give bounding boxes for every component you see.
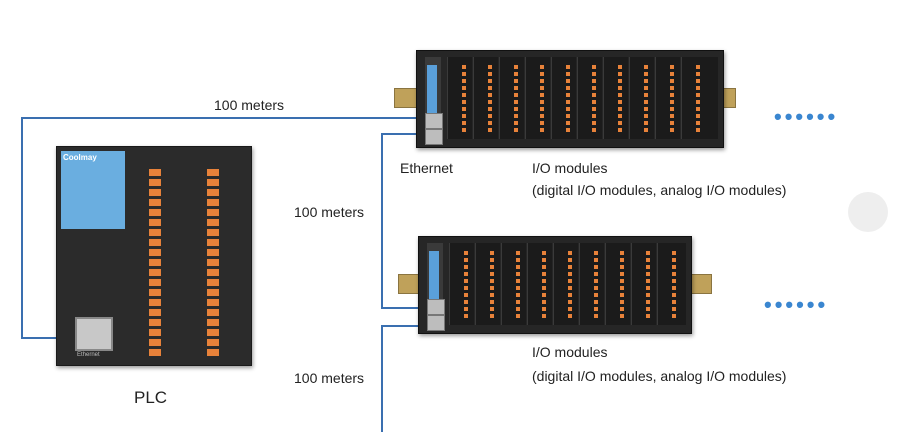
plc-terminal-block-right <box>207 169 219 357</box>
io-modules-1-subtitle: (digital I/O modules, analog I/O modules… <box>532 182 787 198</box>
rack2-ethernet-in-port <box>427 299 445 315</box>
rack1-module <box>447 57 472 139</box>
rack2-module-terminals <box>516 251 520 319</box>
rack1-coupler-panel <box>427 65 437 125</box>
rack1-module-terminals <box>644 65 648 133</box>
rack1-module <box>655 57 680 139</box>
rack1-module-terminals <box>566 65 570 133</box>
plc-terminal-block-left <box>149 169 161 357</box>
rack2-module-terminals <box>672 251 676 319</box>
io-modules-2-title: I/O modules <box>532 344 608 360</box>
rack2-module <box>475 243 500 325</box>
rack2-module-terminals <box>568 251 572 319</box>
rack2-module-terminals <box>490 251 494 319</box>
wire-rack1-to-rack2 <box>381 133 432 309</box>
io-modules-1-title: I/O modules <box>532 160 608 176</box>
wire-plc-to-rack1 <box>21 117 432 339</box>
io-modules-2-subtitle: (digital I/O modules, analog I/O modules… <box>532 368 787 384</box>
rack2-end-module <box>657 243 686 325</box>
continuation-dots-1: •••••• <box>774 104 839 129</box>
rack1-module <box>629 57 654 139</box>
rack2-module <box>605 243 630 325</box>
rack2-module <box>553 243 578 325</box>
wire-rack2-down <box>381 325 424 432</box>
rack1-module-terminals <box>592 65 596 133</box>
plc-label: PLC <box>134 388 168 407</box>
rack2-module <box>631 243 656 325</box>
rack2-ethernet-out-port <box>427 315 445 331</box>
plc-ethernet-port <box>75 317 113 351</box>
rack2-module <box>501 243 526 325</box>
rack2-module-terminals <box>646 251 650 319</box>
rack2-module <box>527 243 552 325</box>
rack1-module <box>473 57 498 139</box>
rack1-module-terminals <box>696 65 700 133</box>
rack2-module <box>449 243 474 325</box>
rack1-ethernet-out-port <box>425 129 443 145</box>
rack1-module <box>603 57 628 139</box>
rack2-module-terminals <box>620 251 624 319</box>
rack1-module-terminals <box>670 65 674 133</box>
rack1-module-terminals <box>618 65 622 133</box>
rack1-module <box>551 57 576 139</box>
rack1-module <box>499 57 524 139</box>
decorative-circle <box>848 192 888 232</box>
io-rack-1 <box>416 50 724 148</box>
distance-label-top: 100 meters <box>214 97 285 113</box>
rack1-module <box>525 57 550 139</box>
io-rack-2 <box>418 236 692 334</box>
plc-ethernet-port-label: Ethernet <box>77 352 100 358</box>
distance-label-mid: 100 meters <box>294 204 365 220</box>
ethernet-label: Ethernet <box>400 160 453 176</box>
plc-status-panel: Coolmay <box>61 151 125 229</box>
plc-brand-logo: Coolmay <box>63 153 97 162</box>
plc-unit: Coolmay Ethernet <box>56 146 252 366</box>
rack1-module-terminals <box>462 65 466 133</box>
rack2-module-terminals <box>594 251 598 319</box>
continuation-dots-2: •••••• <box>764 292 829 317</box>
rack1-module-terminals <box>540 65 544 133</box>
rack2-module <box>579 243 604 325</box>
rack2-module-terminals <box>464 251 468 319</box>
rack1-module-terminals <box>488 65 492 133</box>
rack1-module <box>577 57 602 139</box>
rack2-coupler-panel <box>429 251 439 311</box>
rack2-module-terminals <box>542 251 546 319</box>
rack1-module-terminals <box>514 65 518 133</box>
rack1-ethernet-in-port <box>425 113 443 129</box>
distance-label-bottom: 100 meters <box>294 370 365 386</box>
rack1-end-module <box>681 57 718 139</box>
